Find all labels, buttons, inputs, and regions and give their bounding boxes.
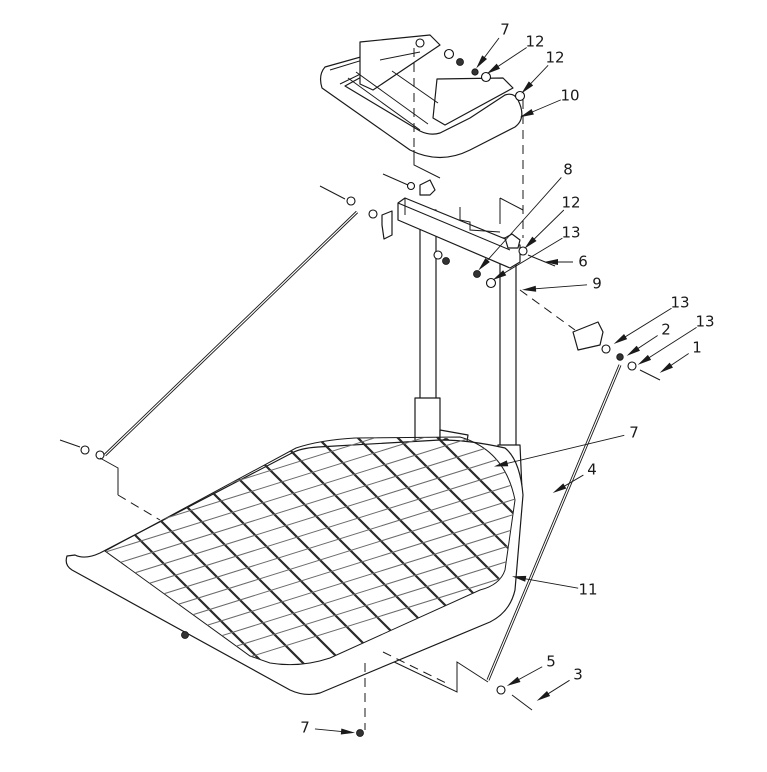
callout-arrowhead-icon <box>519 109 534 118</box>
callout-arrowhead-icon <box>659 362 673 373</box>
callout-arrowhead-icon <box>476 55 487 69</box>
callout-label-part-9: 9 <box>592 274 602 293</box>
side-bracket-right <box>519 289 661 381</box>
callout-arrowhead-icon <box>340 728 356 735</box>
callout-label-part-7: 7 <box>300 718 310 737</box>
callout-arrowhead-icon <box>521 285 537 292</box>
callout-label-part-12: 12 <box>525 32 545 51</box>
callout-arrowhead-icon <box>536 690 551 701</box>
callout-label-part-4: 4 <box>587 460 597 479</box>
callout-arrowhead-icon <box>493 460 509 467</box>
callout-arrowhead-icon <box>492 270 507 280</box>
callout-label-part-13: 13 <box>695 312 715 331</box>
support-cable-right <box>389 364 622 711</box>
callout-leader-line <box>529 209 565 244</box>
callout-arrowhead-icon <box>506 676 521 687</box>
callout-label-part-11: 11 <box>578 580 598 599</box>
callout-leader-line <box>644 326 697 362</box>
callout-leader-line <box>493 47 527 70</box>
callout-label-part-5: 5 <box>546 652 556 671</box>
callout-label-part-10: 10 <box>560 86 580 105</box>
callout-arrowhead-icon <box>626 345 641 356</box>
side-bracket-left <box>319 173 556 289</box>
seat-frame <box>319 34 526 159</box>
callout-label-part-7: 7 <box>629 423 639 442</box>
callout-arrowhead-icon <box>486 63 501 74</box>
callout-label-part-7: 7 <box>500 20 510 39</box>
callout-arrowhead-icon <box>552 483 567 493</box>
support-cable-left <box>59 210 359 521</box>
callout-label-part-12: 12 <box>561 193 581 212</box>
upright-frame <box>397 179 524 498</box>
callout-arrowhead-icon <box>511 575 527 582</box>
callout-arrowhead-icon <box>637 354 652 365</box>
callout-leader-line <box>499 237 563 277</box>
callout-leader-line <box>527 99 561 115</box>
callout-label-part-2: 2 <box>661 320 671 339</box>
platform <box>65 436 524 696</box>
callout-leader-line <box>483 177 562 265</box>
callout-leader-line <box>519 577 579 589</box>
callout-leader-line <box>620 307 672 341</box>
callout-leaders <box>314 37 697 735</box>
callout-label-part-13: 13 <box>670 293 690 312</box>
callout-leader-line <box>501 434 625 466</box>
callout-leader-line <box>529 284 588 290</box>
callout-label-part-3: 3 <box>573 665 583 684</box>
callout-arrowhead-icon <box>613 334 628 344</box>
callout-label-part-12: 12 <box>545 48 565 67</box>
callout-arrowhead-icon <box>524 236 537 249</box>
callout-label-part-8: 8 <box>563 160 573 179</box>
callout-label-part-1: 1 <box>692 338 702 357</box>
callout-label-part-6: 6 <box>578 252 588 271</box>
callout-label-part-13: 13 <box>561 223 581 242</box>
callout-arrowhead-icon <box>521 81 534 94</box>
callout-arrowhead-icon <box>544 259 558 265</box>
callout-arrowhead-icon <box>478 258 490 271</box>
